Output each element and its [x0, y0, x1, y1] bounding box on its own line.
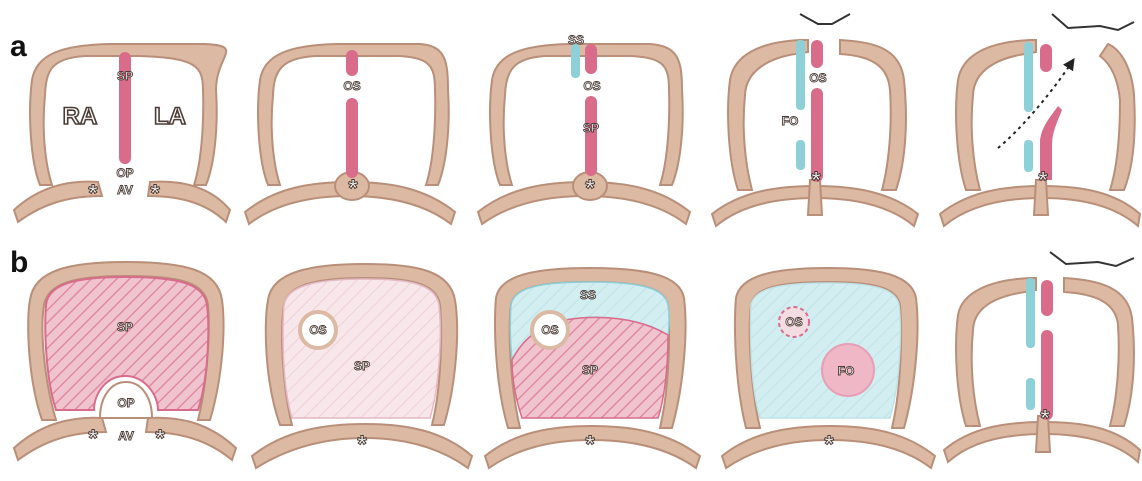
panel-b-stage-1: SP OP AV * *: [14, 262, 236, 460]
atrial-wall-left: [956, 278, 1036, 426]
panel-letter-b: b: [10, 246, 28, 280]
panel-b-stage-5: *: [944, 252, 1140, 462]
label-star-right: *: [155, 425, 165, 452]
label-fo: FO: [838, 364, 855, 378]
label-star: *: [1040, 405, 1050, 432]
panel-a-stage-5: *: [940, 14, 1140, 226]
septum-secundum-sheet: [751, 283, 901, 418]
atrial-wall-right: [1100, 44, 1135, 190]
label-ra: RA: [63, 103, 98, 130]
panel-b-stage-2: OS SP *: [252, 264, 472, 468]
label-os: OS: [785, 315, 802, 329]
av-cushion-right: [148, 182, 230, 222]
label-fo: FO: [782, 114, 799, 128]
septum-secundum-lower: [1026, 378, 1035, 410]
septum-primum-upper: [346, 50, 358, 76]
label-star: *: [811, 167, 821, 194]
septum-secundum-upper: [796, 40, 805, 110]
panel-a-stage-4: OS FO *: [712, 14, 918, 226]
label-ss: SS: [568, 33, 584, 47]
panel-a-stage-3: SS OS SP *: [478, 33, 690, 224]
label-os: OS: [583, 79, 600, 93]
label-os: OS: [541, 323, 558, 337]
label-os: OS: [343, 79, 360, 93]
panel-b-stage-4: OS FO *: [722, 268, 935, 468]
label-ss: SS: [580, 288, 596, 302]
septum-primum-upper: [1040, 44, 1052, 72]
label-os: OS: [809, 71, 826, 85]
septum-primum-upper: [811, 40, 823, 68]
label-av: AV: [118, 429, 134, 443]
label-op: OP: [117, 396, 134, 410]
septum-primum-upper: [585, 44, 597, 74]
septum-secundum-upper: [1024, 42, 1033, 112]
label-star: *: [585, 175, 595, 202]
septum-primum-sheet: [283, 279, 440, 418]
label-sp: SP: [117, 69, 133, 83]
panel-letter-a: a: [10, 30, 27, 64]
label-sp: SP: [354, 359, 370, 373]
septum-primum-lower: [585, 96, 597, 176]
septum-primum-upper: [1041, 280, 1053, 316]
atrial-wall-right: [840, 40, 906, 190]
label-sp: SP: [117, 320, 133, 334]
label-op: OP: [116, 166, 133, 180]
label-star-left: *: [88, 425, 98, 452]
atrial-wall-right: [1064, 278, 1134, 426]
label-star: *: [348, 175, 358, 202]
panel-a-stage-1: RA LA SP OP AV * *: [14, 44, 230, 222]
label-av: AV: [117, 183, 133, 197]
septum-secundum: [571, 44, 580, 78]
label-sp: SP: [582, 363, 598, 377]
pulmonary-vein-lines: [1050, 252, 1134, 266]
label-star: *: [1038, 167, 1048, 194]
label-sp: SP: [583, 121, 599, 135]
label-star: *: [824, 431, 834, 458]
label-star: *: [357, 431, 367, 458]
panel-b-stage-3: SS OS SP *: [485, 268, 700, 468]
septum-primum-lower: [346, 98, 358, 178]
septum-secundum-lower: [1024, 140, 1033, 172]
label-os: OS: [309, 323, 326, 337]
panel-a-stage-2: OS *: [245, 44, 455, 224]
pulmonary-vein-lines: [1052, 14, 1134, 30]
label-la: LA: [154, 103, 186, 130]
septum-secundum-upper: [1026, 278, 1035, 348]
flow-arrow: [998, 62, 1072, 148]
pulmonary-vein-lines: [800, 14, 850, 24]
label-star: *: [585, 431, 595, 458]
label-star-right: *: [150, 180, 160, 207]
label-star-left: *: [88, 180, 98, 207]
septum-secundum-lower: [796, 140, 805, 170]
